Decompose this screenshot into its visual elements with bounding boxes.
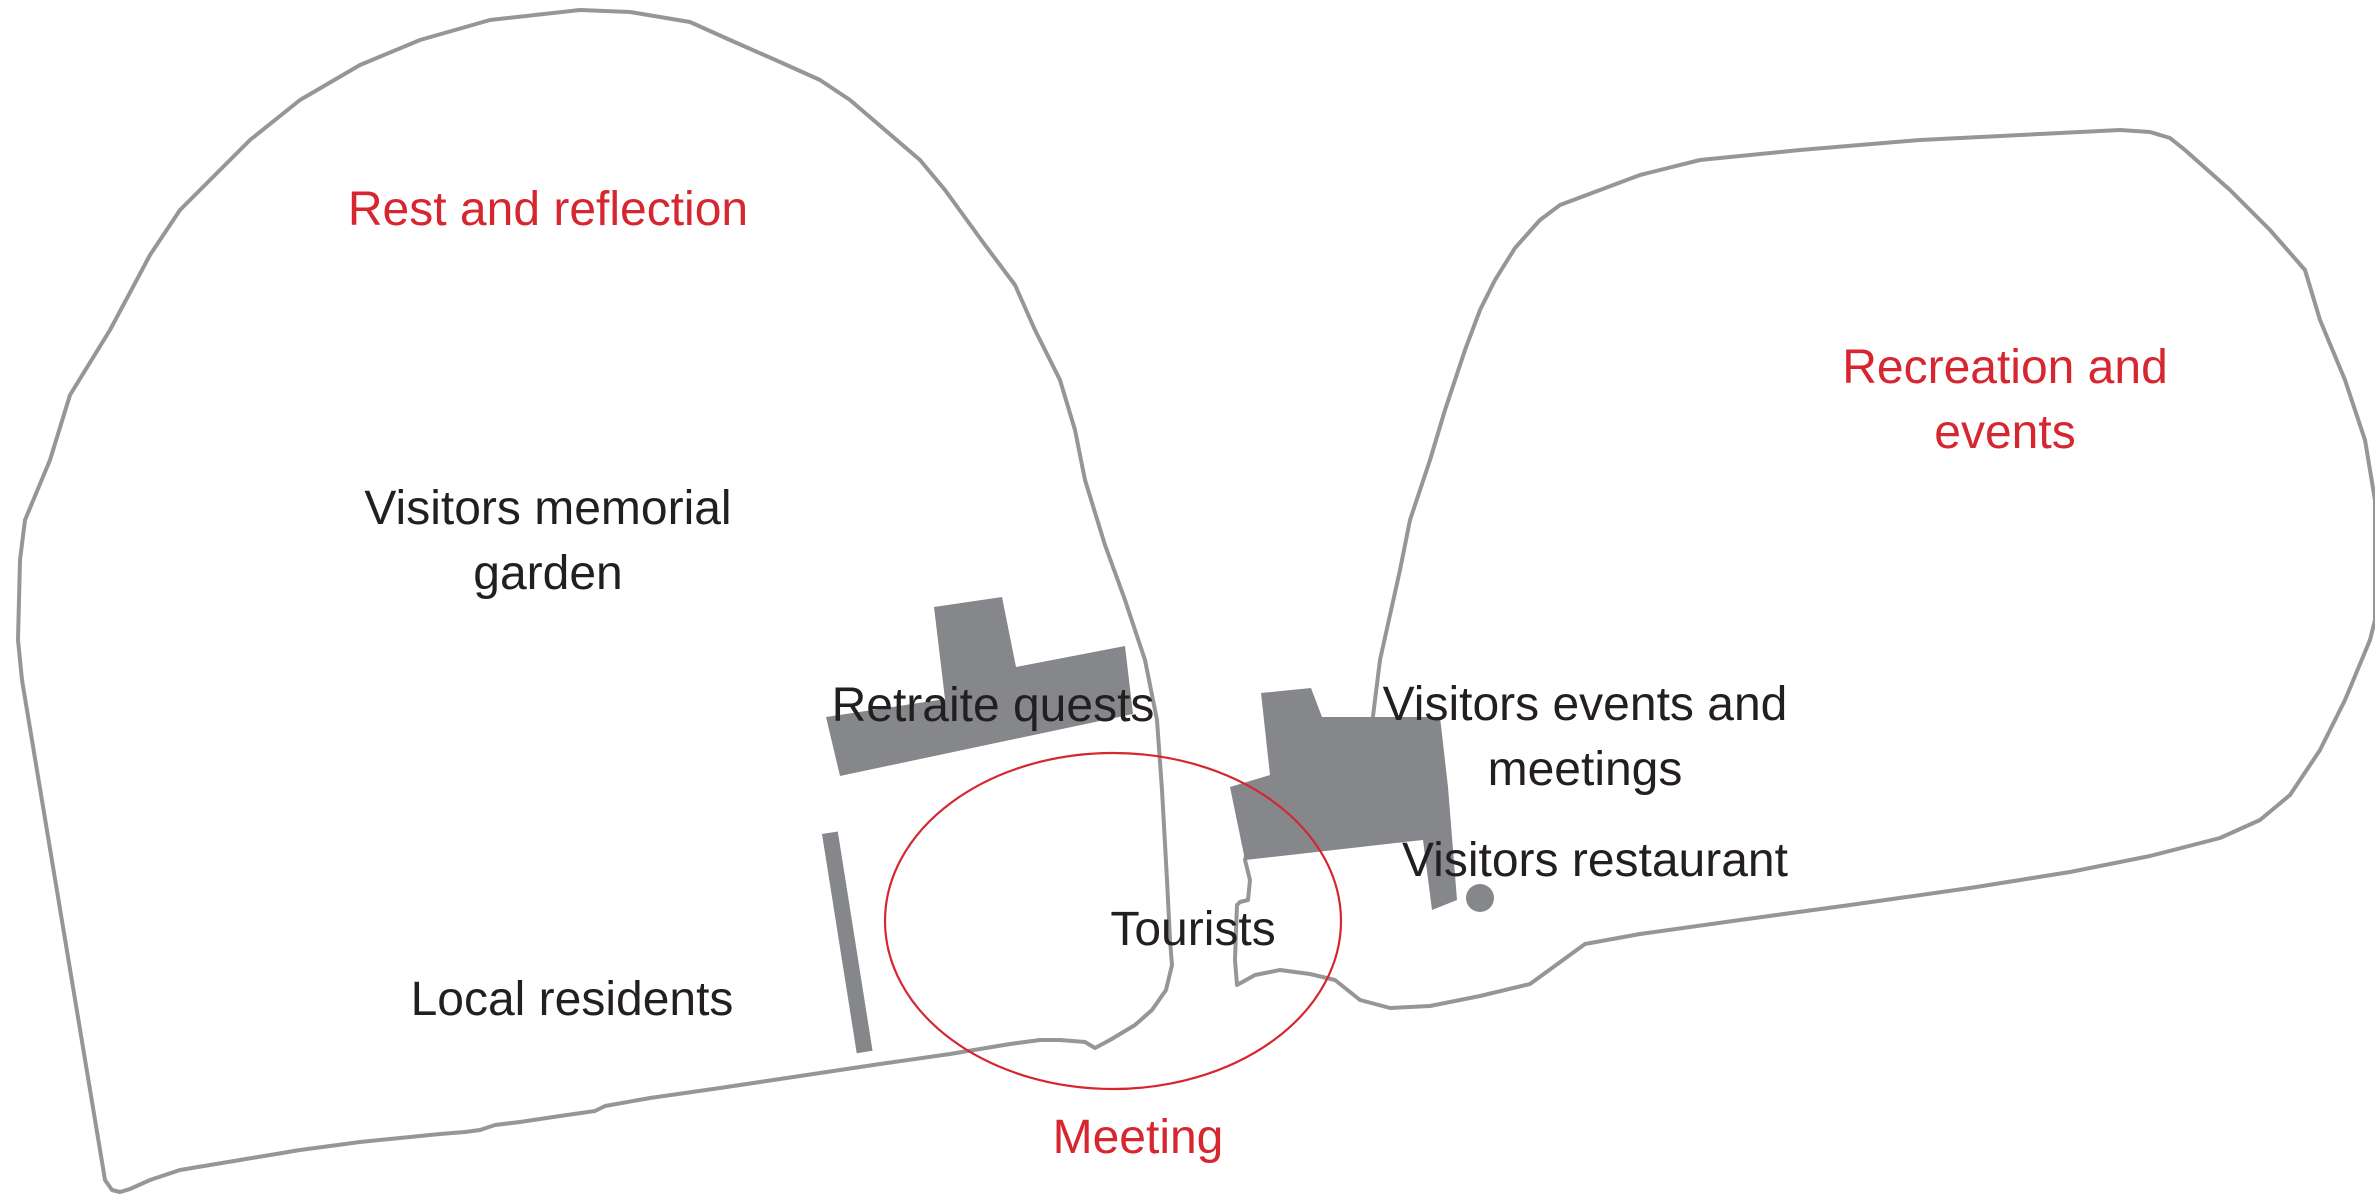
recreation-zone-label-line1: Recreation and xyxy=(1842,341,2168,394)
recreation-zone-label-line2: events xyxy=(1934,406,2075,459)
restaurant-marker xyxy=(1466,884,1494,912)
local-residents-block xyxy=(822,831,873,1054)
events-meetings-label-line2: meetings xyxy=(1488,743,1683,796)
meeting-zone-circle xyxy=(883,751,1343,1091)
rest-zone-label: Rest and reflection xyxy=(348,183,748,236)
tourists-label: Tourists xyxy=(1110,903,1275,956)
retreat-guests-label: Retraite quests xyxy=(832,679,1155,732)
local-residents-label: Local residents xyxy=(411,973,734,1026)
retreat-guests-building xyxy=(826,597,1133,776)
events-meetings-label-line1: Visitors events and xyxy=(1383,678,1788,731)
events-building xyxy=(1230,688,1457,910)
restaurant-label: Visitors restaurant xyxy=(1402,834,1788,887)
memorial-garden-label-line2: garden xyxy=(473,547,622,600)
memorial-garden-label-line1: Visitors memorial xyxy=(364,482,731,535)
meeting-zone-label: Meeting xyxy=(1053,1111,1224,1164)
rest-zone-outline xyxy=(16,8,1174,1194)
